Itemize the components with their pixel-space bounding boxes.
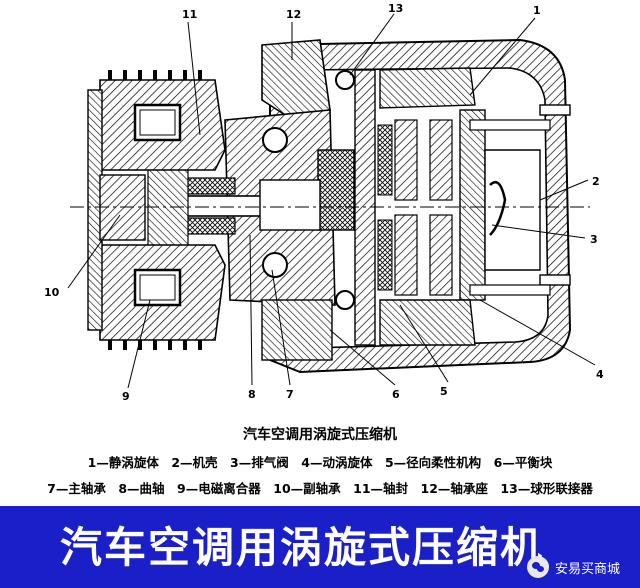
bearing-seat: [224, 39, 336, 361]
legend-line-2: 7—主轴承 8—曲轴 9—电磁离合器 10—副轴承 11—轴封 12—轴承座 1…: [47, 481, 593, 496]
part-label-3: 3: [590, 233, 598, 246]
shaft-seal: [147, 159, 236, 251]
fixed-scroll: [379, 67, 486, 346]
part-label-11: 11: [182, 8, 197, 21]
wechat-icon: [526, 556, 549, 578]
legend-line-1: 1—静涡旋体 2—机壳 3—排气阀 4—动涡旋体 5—径向柔性机构 6—平衡块: [87, 455, 553, 470]
figure-caption: 汽车空调用涡旋式压缩机: [243, 427, 397, 443]
bearings: [262, 70, 355, 310]
rear-chamber: [469, 104, 571, 296]
part-label-10: 10: [44, 286, 60, 299]
leader-lines: [67, 13, 596, 389]
part-label-6: 6: [392, 388, 400, 401]
watermark-text: 安易买商城: [554, 561, 620, 577]
part-label-1: 1: [533, 4, 541, 17]
compressor-cross-section-drawing: 11 12 13 1 2 3 4 5 6 7 8 9 10: [44, 2, 604, 403]
orbiting-scroll: [354, 69, 393, 346]
part-label-2: 2: [592, 175, 600, 188]
part-label-12: 12: [286, 8, 301, 21]
title-banner: 汽车空调用涡旋式压缩机 安易买商城: [0, 506, 640, 588]
part-label-8: 8: [248, 388, 256, 401]
part-label-13: 13: [388, 2, 403, 15]
banner-title: 汽车空调用涡旋式压缩机: [60, 523, 545, 572]
watermark: 安易买商城: [526, 556, 620, 578]
part-label-7: 7: [286, 388, 294, 401]
part-label-5: 5: [440, 385, 448, 398]
part-label-4: 4: [596, 368, 604, 381]
crankshaft: [149, 149, 355, 231]
electromagnetic-clutch: [87, 70, 226, 350]
part-label-9: 9: [122, 390, 130, 403]
